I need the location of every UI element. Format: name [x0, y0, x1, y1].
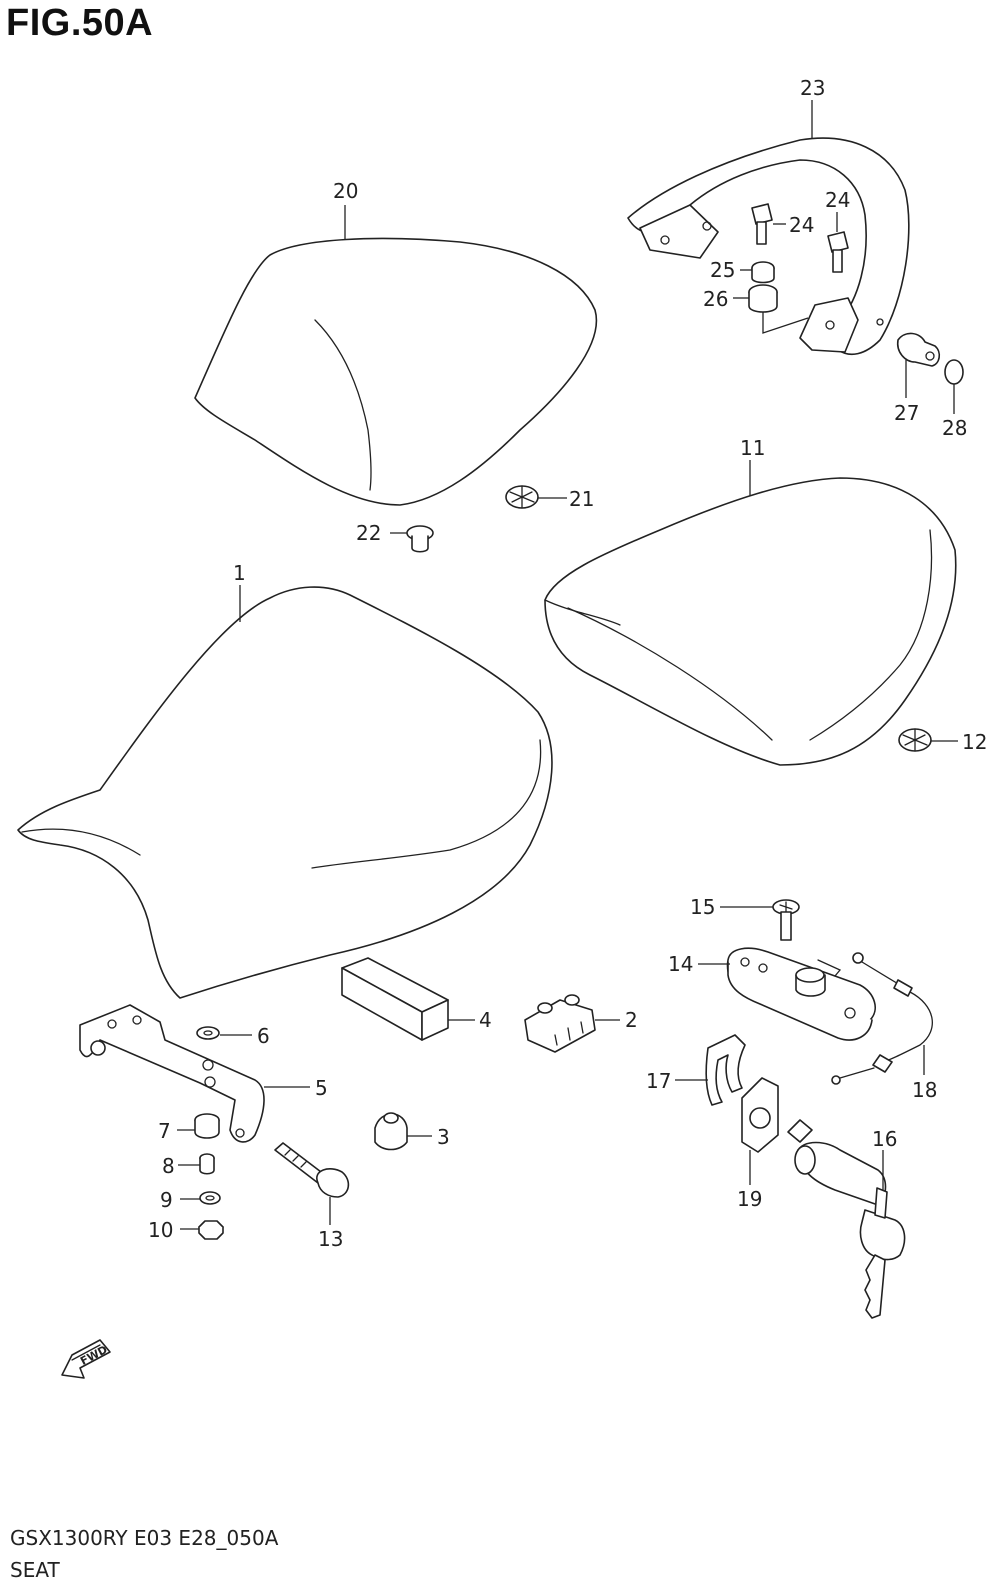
part-4-block	[341, 957, 449, 1041]
callout-25: 25	[710, 258, 735, 282]
callout-9: 9	[160, 1188, 173, 1212]
part-24-bolt-right	[827, 231, 849, 273]
callout-22: 22	[356, 521, 381, 545]
part-9-washer	[199, 1191, 221, 1205]
part-28-cap	[944, 359, 964, 385]
part-16-lock-set	[787, 1119, 906, 1319]
part-11-passenger-seat	[544, 477, 957, 766]
part-12-clip	[898, 728, 932, 752]
callout-17: 17	[646, 1069, 671, 1093]
part-26-cushion	[748, 284, 809, 334]
callout-12: 12	[962, 730, 987, 754]
part-25-spacer	[751, 261, 775, 284]
figure-title: FIG.50A	[6, 2, 154, 44]
callout-24-left: 24	[789, 213, 814, 237]
part-18-cable	[831, 952, 933, 1085]
callout-21: 21	[569, 487, 594, 511]
callout-26: 26	[703, 287, 728, 311]
callout-14: 14	[668, 952, 693, 976]
fwd-arrow-icon: FWD	[61, 1339, 111, 1379]
callout-8: 8	[162, 1154, 175, 1178]
part-23-grab-rail	[627, 137, 910, 356]
callout-28: 28	[942, 416, 967, 440]
callout-16: 16	[872, 1127, 897, 1151]
part-20-seat-cowl	[194, 237, 598, 506]
callout-10: 10	[148, 1218, 173, 1242]
callout-15: 15	[690, 895, 715, 919]
part-17-spring-clip	[705, 1034, 746, 1106]
leader-lines	[177, 100, 958, 1230]
callout-1: 1	[233, 561, 246, 585]
part-27-nut	[896, 332, 941, 367]
part-10-nut	[198, 1220, 224, 1240]
callout-4: 4	[479, 1008, 492, 1032]
part-22-grommet	[406, 525, 434, 553]
callout-3: 3	[437, 1125, 450, 1149]
callout-5: 5	[315, 1076, 328, 1100]
section-name: SEAT	[10, 1558, 60, 1582]
part-1-rider-seat	[17, 586, 553, 999]
model-code: GSX1300RY E03 E28_050A	[10, 1526, 279, 1550]
part-21-clip	[505, 485, 539, 509]
callout-18: 18	[912, 1078, 937, 1102]
callout-labels: 20 23 24 24 25 26 27 28 11 21 22 1 12 15…	[148, 76, 987, 1251]
part-5-bracket	[79, 1004, 265, 1143]
part-7-bushing	[194, 1113, 220, 1139]
part-3-stopper	[374, 1112, 408, 1151]
callout-23: 23	[800, 76, 825, 100]
callout-24-right: 24	[825, 188, 850, 212]
part-13-bolt	[274, 1142, 350, 1198]
callout-11: 11	[740, 436, 765, 460]
part-2-rubber-cushion	[524, 994, 596, 1053]
part-6-washer	[196, 1026, 220, 1040]
callout-2: 2	[625, 1008, 638, 1032]
part-15-screw	[772, 899, 800, 941]
callout-20: 20	[333, 179, 358, 203]
part-14-lock-plate	[726, 947, 876, 1041]
part-8-collar	[199, 1153, 215, 1175]
part-19-lock-plate	[741, 1077, 779, 1153]
callout-7: 7	[158, 1119, 171, 1143]
callout-27: 27	[894, 401, 919, 425]
callout-13: 13	[318, 1227, 343, 1251]
part-24-bolt-left	[751, 203, 773, 245]
callout-6: 6	[257, 1024, 270, 1048]
callout-19: 19	[737, 1187, 762, 1211]
